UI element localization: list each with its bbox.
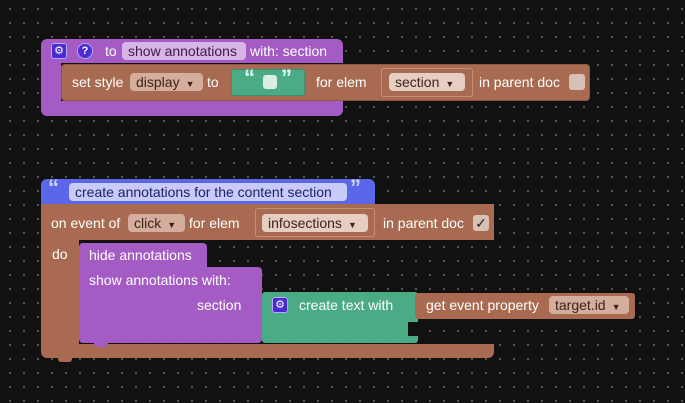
show-annotations-label: show annotations with: — [89, 272, 231, 288]
dropdown-arrow-icon: ▼ — [167, 220, 177, 230]
comment-text-field[interactable]: create annotations for the content secti… — [69, 183, 347, 201]
hide-annotations-label: hide annotations — [89, 247, 192, 263]
quote-open-icon: “ — [244, 65, 255, 90]
show-annotations-call-block[interactable] — [79, 267, 262, 343]
do-label: do — [52, 246, 68, 262]
to-label: to — [207, 74, 219, 90]
event-footer — [41, 344, 494, 358]
event-property-value: target.id — [555, 297, 606, 313]
event-property-dropdown[interactable]: target.id ▼ — [549, 296, 629, 314]
empty-input-socket[interactable] — [408, 322, 418, 336]
dropdown-arrow-icon: ▼ — [185, 79, 195, 89]
event-type-dropdown[interactable]: click ▼ — [128, 214, 185, 232]
empty-text-field[interactable] — [263, 75, 277, 89]
on-event-of-label: on event of — [51, 215, 121, 231]
next-connector — [58, 358, 72, 362]
get-event-property-label: get event property — [426, 297, 539, 313]
call-next-connector — [94, 343, 108, 347]
infosections-dropdown[interactable]: infosections ▼ — [262, 214, 368, 232]
style-property-value: display — [136, 74, 180, 90]
procedure-name-field[interactable]: show annotations — [122, 42, 246, 60]
for-elem-label: for elem — [316, 74, 367, 90]
procedure-footer — [41, 101, 343, 116]
create-text-with-label: create text with — [299, 297, 394, 313]
section-variable-dropdown[interactable]: section ▼ — [389, 73, 465, 91]
section-arg-label: section — [197, 297, 242, 313]
set-style-label: set style — [72, 74, 124, 90]
for-elem-label: for elem — [189, 215, 240, 231]
procedure-to-label: to — [105, 43, 117, 59]
help-icon[interactable]: ? — [77, 43, 93, 59]
in-parent-doc-checkbox[interactable]: ✓ — [473, 215, 489, 231]
do-spine — [41, 240, 79, 350]
procedure-spine — [41, 63, 61, 103]
infosections-value: infosections — [268, 215, 342, 231]
dropdown-arrow-icon: ▼ — [347, 220, 357, 230]
quote-close-icon: ” — [281, 65, 292, 90]
dropdown-arrow-icon: ▼ — [445, 79, 455, 89]
section-variable-value: section — [395, 74, 440, 90]
gear-icon[interactable]: ⚙ — [51, 43, 67, 59]
gear-icon[interactable]: ⚙ — [272, 297, 288, 313]
procedure-params-label: with: section — [250, 43, 328, 59]
style-property-dropdown[interactable]: display ▼ — [130, 73, 203, 91]
hide-annotations-block[interactable] — [79, 243, 207, 267]
in-parent-doc-checkbox[interactable] — [569, 74, 585, 90]
dropdown-arrow-icon: ▼ — [611, 302, 621, 312]
in-parent-doc-label: in parent doc — [383, 215, 464, 231]
event-type-value: click — [134, 215, 162, 231]
in-parent-doc-label: in parent doc — [479, 74, 560, 90]
create-text-with-block[interactable] — [262, 292, 418, 343]
comment-quote-close-icon: ” — [350, 175, 361, 200]
comment-quote-open-icon: “ — [48, 175, 59, 200]
